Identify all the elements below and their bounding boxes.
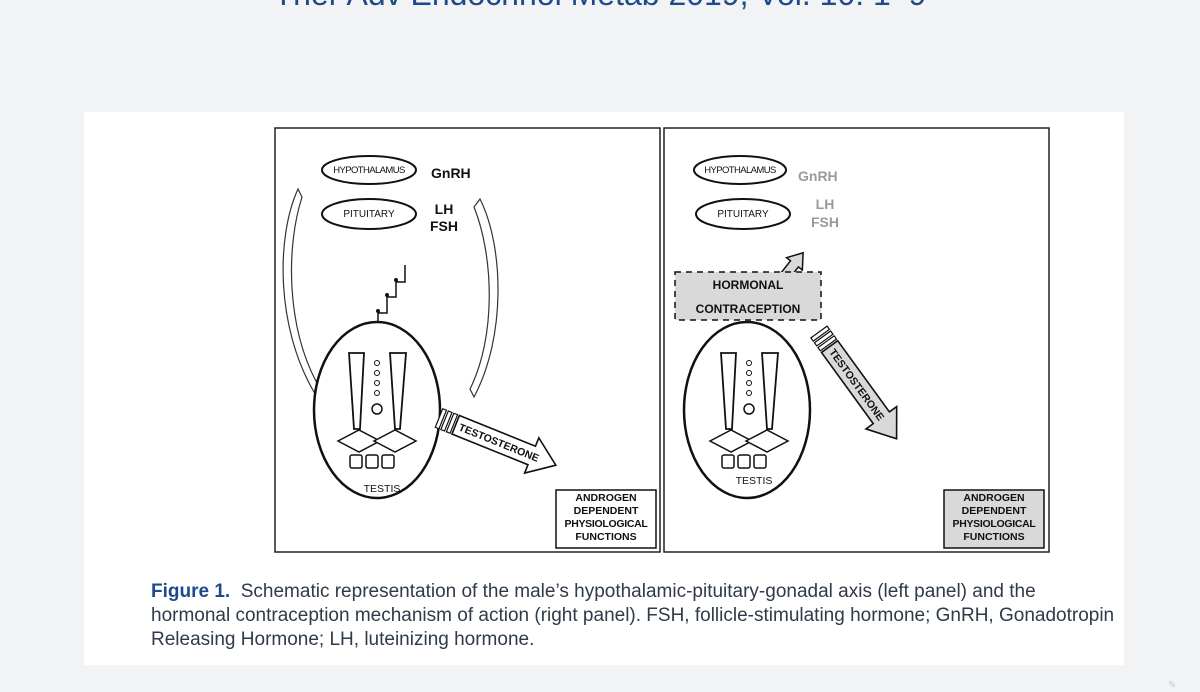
left-cell-dot [371,403,383,415]
left-feedback-arrow-right [469,197,499,399]
right-arrow-stripe [813,330,834,347]
left-signal-dot [376,309,380,313]
left-androgen-box [555,489,657,549]
left-pituitary-label: PITUITARY [343,209,395,220]
right-androgen-line-2: DEPENDENT [962,505,1027,517]
right-androgen-line-1: ANDROGEN [963,492,1024,504]
right-contraception-line-2: CONTRACEPTION [696,302,801,316]
right-testis-ellipse [682,320,812,500]
left-arrow-stripe [445,412,459,435]
figure-diagram: HYPOTHALAMUS GnRH PITUITARY LH FSH [274,127,1051,553]
right-hypothalamus-label: HYPOTHALAMUS [704,165,776,176]
left-androgen-line-3: PHYSIOLOGICAL [564,518,648,530]
right-seminiferous-tubule-left [720,352,737,430]
left-arrow-stripe [434,407,448,430]
left-signal-staircase [377,265,406,325]
left-androgen-line-1: ANDROGEN [575,492,636,504]
left-arrow-stripe [440,410,453,432]
figure-caption-text: Schematic representation of the male’s h… [151,581,1115,650]
left-seminiferous-tubule-left [348,352,365,430]
right-pituitary-label: PITUITARY [717,209,769,220]
right-contraception-box [674,271,822,321]
right-arrow-body [820,339,898,440]
left-cell-dot [374,360,380,366]
figure-caption: Figure 1. Schematic representation of th… [151,580,1116,652]
right-hypothalamus-ellipse [693,155,787,185]
left-cell-square [381,454,395,469]
figure-caption-label: Figure 1. [151,581,231,602]
right-cell-square [721,454,735,469]
right-testis-label: TESTIS [736,475,773,487]
right-cell-dot [746,370,752,376]
left-hypothalamus-label: HYPOTHALAMUS [333,165,405,176]
left-panel: HYPOTHALAMUS GnRH PITUITARY LH FSH [274,127,661,553]
right-cell-dot [746,390,752,396]
left-testis-ellipse [312,320,442,500]
right-diamond-right [744,429,790,453]
right-cell-square [753,454,767,469]
left-androgen-line-2: DEPENDENT [574,505,639,517]
left-signal-dot [385,293,389,297]
left-cell-square [349,454,363,469]
right-panel: HYPOTHALAMUS GnRH PITUITARY LH FSH HORMO… [663,127,1050,553]
right-arrow-stripe [810,325,831,342]
pen-icon: ✎ [1168,680,1177,691]
right-androgen-box [943,489,1045,549]
left-cell-dot [374,380,380,386]
running-head: Ther Adv Endocrinol Metab 2019, Vol. 10:… [0,0,1200,13]
right-lh-label: LH [816,196,835,212]
left-hypothalamus-ellipse [321,155,417,185]
left-fsh-label: FSH [430,218,458,234]
left-testis-label: TESTIS [364,483,401,495]
right-contraception-line-1: HORMONAL [713,278,784,292]
left-lh-label: LH [435,201,454,217]
left-diamond-right [372,429,418,453]
left-signal-dot [394,278,398,282]
left-arrow-body [450,414,558,475]
left-seminiferous-tubule-right [389,352,407,430]
left-pituitary-ellipse [321,198,417,230]
right-cell-dot [746,380,752,386]
left-panel-frame [274,127,661,553]
right-cell-dot [746,360,752,366]
left-gnrh-label: GnRH [431,165,471,181]
left-androgen-line-4: FUNCTIONS [575,531,636,543]
right-cell-dot [743,403,755,415]
figure-slide: HYPOTHALAMUS GnRH PITUITARY LH FSH [84,112,1124,665]
left-cell-dot [374,370,380,376]
left-cell-square [365,454,379,469]
right-gnrh-label: GnRH [798,168,838,184]
right-pituitary-ellipse [695,198,791,230]
right-cell-square [737,454,751,469]
right-androgen-line-3: PHYSIOLOGICAL [952,518,1036,530]
right-androgen-line-4: FUNCTIONS [963,531,1024,543]
right-arrow-stripe [817,334,838,352]
right-fsh-label: FSH [811,214,839,230]
right-seminiferous-tubule-right [761,352,779,430]
left-cell-dot [374,390,380,396]
